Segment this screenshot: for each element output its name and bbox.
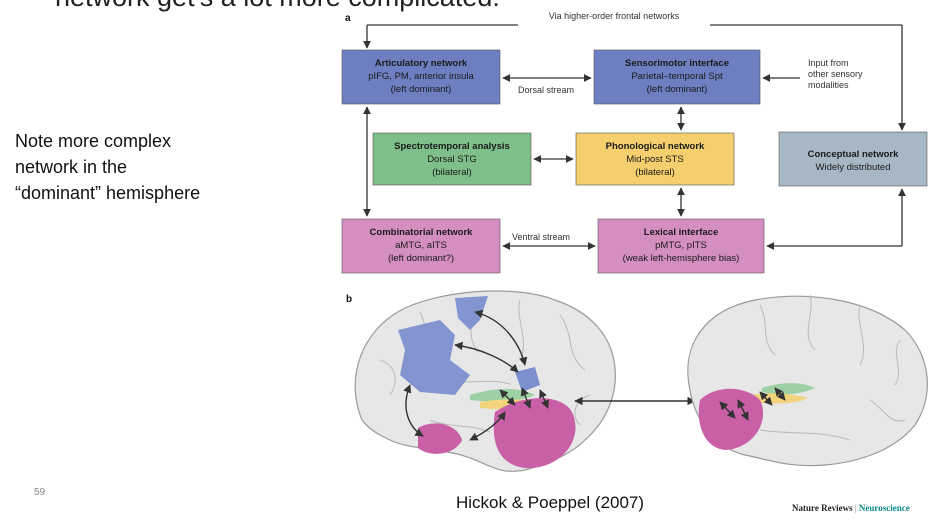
box-articulatory: Articulatory network pIFG, PM, anterior … xyxy=(341,49,501,105)
box-line: Parietal–temporal Spt xyxy=(631,71,723,82)
region-combinatorial xyxy=(418,423,462,454)
box-line: (bilateral) xyxy=(635,167,675,178)
box-line: (left dominant) xyxy=(647,84,708,95)
box-title: Sensorimotor interface xyxy=(625,58,729,69)
box-combinatorial: Combinatorial network aMTG, aITS (left d… xyxy=(341,218,501,274)
journal-name: Nature Reviews xyxy=(792,503,853,513)
region-lexical xyxy=(493,398,576,469)
journal-section: Neuroscience xyxy=(858,503,910,513)
top-loop-connector xyxy=(363,24,906,131)
region-pm xyxy=(455,296,488,330)
box-title: Combinatorial network xyxy=(370,227,474,238)
region-articulatory xyxy=(398,320,470,395)
box-conceptual: Conceptual network Widely distributed xyxy=(778,131,928,187)
box-title: Spectrotemporal analysis xyxy=(394,141,510,152)
box-title: Articulatory network xyxy=(375,58,468,69)
slide-number: 59 xyxy=(34,487,46,498)
box-title: Phonological network xyxy=(606,141,705,152)
box-line: (left dominant) xyxy=(391,84,452,95)
box-spectrotemporal: Spectrotemporal analysis Dorsal STG (bil… xyxy=(372,132,532,186)
box-line: Widely distributed xyxy=(816,162,891,173)
region-spt xyxy=(515,367,540,392)
ventral-stream-label: Ventral stream xyxy=(512,232,570,242)
top-loop-label: Via higher-order frontal networks xyxy=(549,11,680,21)
note-text: Note more complex network in the “domina… xyxy=(15,128,285,206)
right-hemisphere xyxy=(687,294,928,467)
box-line: (weak left-hemisphere bias) xyxy=(623,253,740,264)
box-line: Mid-post STS xyxy=(626,154,684,165)
note-line: Note more complex xyxy=(15,131,172,151)
box-sensorimotor: Sensorimotor interface Parietal–temporal… xyxy=(593,49,761,105)
box-line: pMTG, pITS xyxy=(655,240,707,251)
input-label-line: Input from xyxy=(808,58,849,68)
journal-credit: Nature Reviews | Neuroscience xyxy=(792,503,910,513)
box-phonological: Phonological network Mid-post STS (bilat… xyxy=(575,132,735,186)
box-title: Lexical interface xyxy=(644,227,718,238)
slide-title: network get's a lot more complicated: xyxy=(55,0,500,13)
box-line: (bilateral) xyxy=(432,167,472,178)
panel-a-label: a xyxy=(345,13,351,24)
box-line: pIFG, PM, anterior insula xyxy=(368,71,474,82)
input-label-line: modalities xyxy=(808,80,849,90)
note-line: network in the xyxy=(15,157,128,177)
box-line: aMTG, aITS xyxy=(395,240,447,251)
citation: Hickok & Poeppel (2007) xyxy=(456,493,645,512)
journal-separator: | xyxy=(854,503,857,513)
left-hemisphere xyxy=(354,290,616,472)
note-line: “dominant” hemisphere xyxy=(15,183,201,203)
box-title: Conceptual network xyxy=(808,149,900,160)
box-line: (left dominant?) xyxy=(388,253,454,264)
box-line: Dorsal STG xyxy=(427,154,477,165)
connectors xyxy=(363,74,906,250)
panel-b-label: b xyxy=(346,294,352,305)
box-lexical: Lexical interface pMTG, pITS (weak left-… xyxy=(597,218,765,274)
input-label-line: other sensory xyxy=(808,69,863,79)
dorsal-stream-label: Dorsal stream xyxy=(518,85,574,95)
